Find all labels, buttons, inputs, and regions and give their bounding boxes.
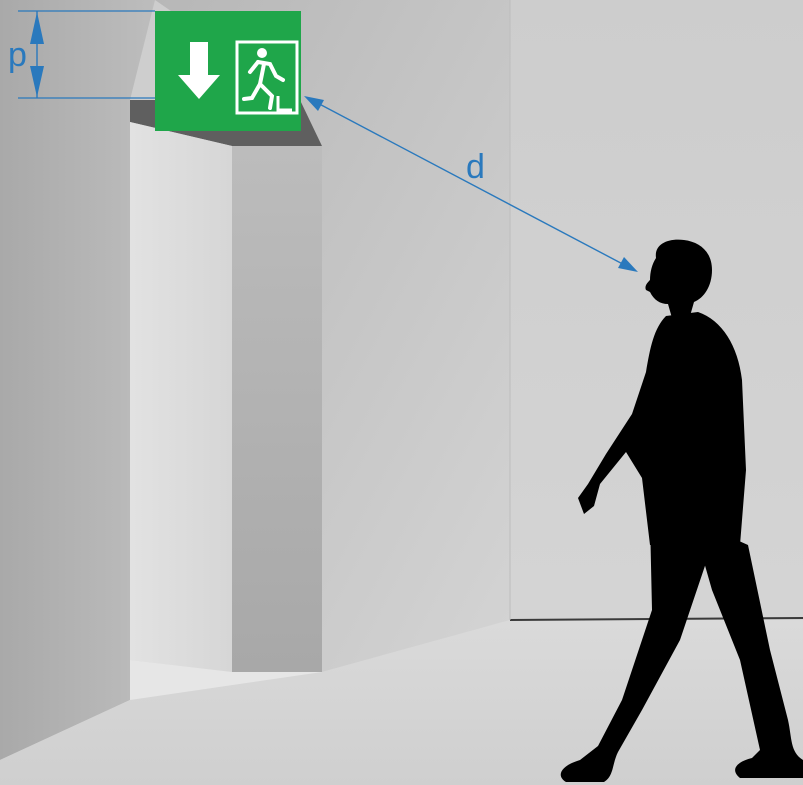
distance-label: d (466, 148, 485, 186)
doorway (130, 100, 322, 700)
door-jamb (232, 146, 322, 672)
height-label: p (8, 36, 27, 74)
door-opening (130, 122, 232, 672)
exit-sign (155, 11, 301, 131)
